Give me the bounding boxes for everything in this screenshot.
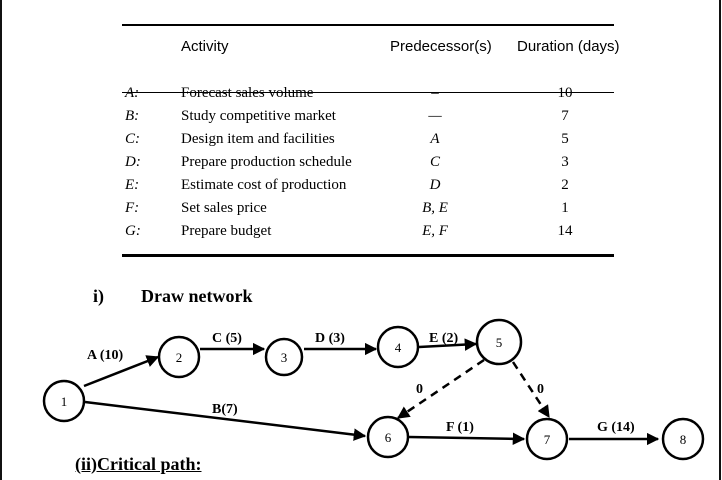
activity-predecessor: A bbox=[430, 131, 440, 147]
activity-name: Set sales price bbox=[181, 200, 267, 216]
edge-label-D: D (3) bbox=[315, 331, 345, 346]
activity-predecessor: — bbox=[428, 108, 442, 124]
activity-id: F: bbox=[125, 200, 140, 216]
header-predecessors: Predecessor(s) bbox=[390, 38, 492, 55]
activity-duration: 5 bbox=[561, 131, 569, 147]
question-number: i) bbox=[93, 286, 104, 306]
activity-predecessor: D bbox=[429, 177, 441, 193]
node-label: 3 bbox=[281, 350, 288, 365]
table-row: E: Estimate cost of production D 2 bbox=[122, 177, 614, 200]
activity-name: Estimate cost of production bbox=[181, 177, 347, 193]
table-header-rule bbox=[122, 92, 614, 93]
activity-duration: 7 bbox=[561, 108, 569, 124]
edge-F bbox=[408, 432, 526, 446]
edge-label-F: F (1) bbox=[446, 420, 474, 435]
table-row: G: Prepare budget E, F 14 bbox=[122, 223, 614, 246]
activity-predecessor: C bbox=[429, 154, 440, 170]
activity-name: Prepare production schedule bbox=[181, 154, 352, 170]
node-3: 3 bbox=[264, 337, 304, 377]
edge-label-E: E (2) bbox=[429, 331, 459, 346]
node-label: 4 bbox=[395, 340, 402, 355]
node-7: 7 bbox=[525, 417, 569, 461]
activity-id: C: bbox=[125, 131, 140, 147]
activity-predecessor: – bbox=[431, 85, 439, 101]
table-row: F: Set sales price B, E 1 bbox=[122, 200, 614, 223]
node-5: 5 bbox=[475, 318, 523, 366]
table-top-rule bbox=[122, 24, 614, 26]
activity-name: Study competitive market bbox=[181, 108, 336, 124]
edge-label-dummy-5-7: 0 bbox=[537, 382, 544, 397]
page-left-border bbox=[0, 0, 2, 480]
critical-path-heading: (ii)Critical path: bbox=[75, 454, 202, 474]
activity-name: Prepare budget bbox=[181, 223, 272, 239]
edge-label-A: A (10) bbox=[87, 348, 124, 363]
node-label: 2 bbox=[176, 350, 183, 365]
node-1: 1 bbox=[42, 379, 86, 423]
table-row: A: Forecast sales volume – 10 bbox=[122, 85, 614, 108]
header-duration: Duration (days) bbox=[517, 38, 620, 55]
edge-A bbox=[83, 355, 160, 388]
activity-name: Design item and facilities bbox=[181, 131, 335, 147]
activity-id: G: bbox=[125, 223, 141, 239]
activity-id: E: bbox=[125, 177, 140, 193]
table-row: C: Design item and facilities A 5 bbox=[122, 131, 614, 154]
node-label: 7 bbox=[544, 432, 551, 447]
node-label: 8 bbox=[680, 432, 687, 447]
edge-label-B: B(7) bbox=[212, 402, 238, 417]
node-label: 5 bbox=[496, 335, 503, 350]
edge-label-C: C (5) bbox=[212, 331, 242, 346]
activity-duration: 1 bbox=[561, 200, 569, 216]
node-6: 6 bbox=[366, 415, 410, 459]
edge-dummy-5-6 bbox=[396, 358, 485, 420]
activity-duration: 10 bbox=[557, 85, 573, 101]
table-row: D: Prepare production schedule C 3 bbox=[122, 154, 614, 177]
edge-E bbox=[418, 338, 478, 351]
activity-duration: 3 bbox=[561, 154, 569, 170]
header-activity: Activity bbox=[181, 38, 229, 55]
table-row: B: Study competitive market — 7 bbox=[122, 108, 614, 131]
node-label: 1 bbox=[61, 394, 68, 409]
edge-label-dummy-5-6: 0 bbox=[416, 382, 423, 397]
activity-duration: 14 bbox=[557, 223, 573, 239]
activity-id: A: bbox=[125, 85, 140, 101]
node-4: 4 bbox=[376, 325, 420, 369]
activity-id: D: bbox=[125, 154, 141, 170]
activity-name: Forecast sales volume bbox=[181, 85, 314, 101]
activity-predecessor: B, E bbox=[422, 200, 448, 216]
edge-B bbox=[84, 400, 367, 441]
node-8: 8 bbox=[661, 417, 705, 461]
activity-predecessor: E, F bbox=[422, 223, 448, 239]
activity-duration: 2 bbox=[561, 177, 569, 193]
table-bottom-rule bbox=[122, 254, 614, 257]
edge-label-G: G (14) bbox=[597, 420, 635, 435]
page-right-border bbox=[719, 0, 721, 480]
activity-id: B: bbox=[125, 108, 140, 124]
node-2: 2 bbox=[157, 335, 201, 379]
question-title: Draw network bbox=[141, 286, 253, 306]
node-label: 6 bbox=[385, 430, 392, 445]
edge-dummy-5-7 bbox=[511, 361, 551, 419]
